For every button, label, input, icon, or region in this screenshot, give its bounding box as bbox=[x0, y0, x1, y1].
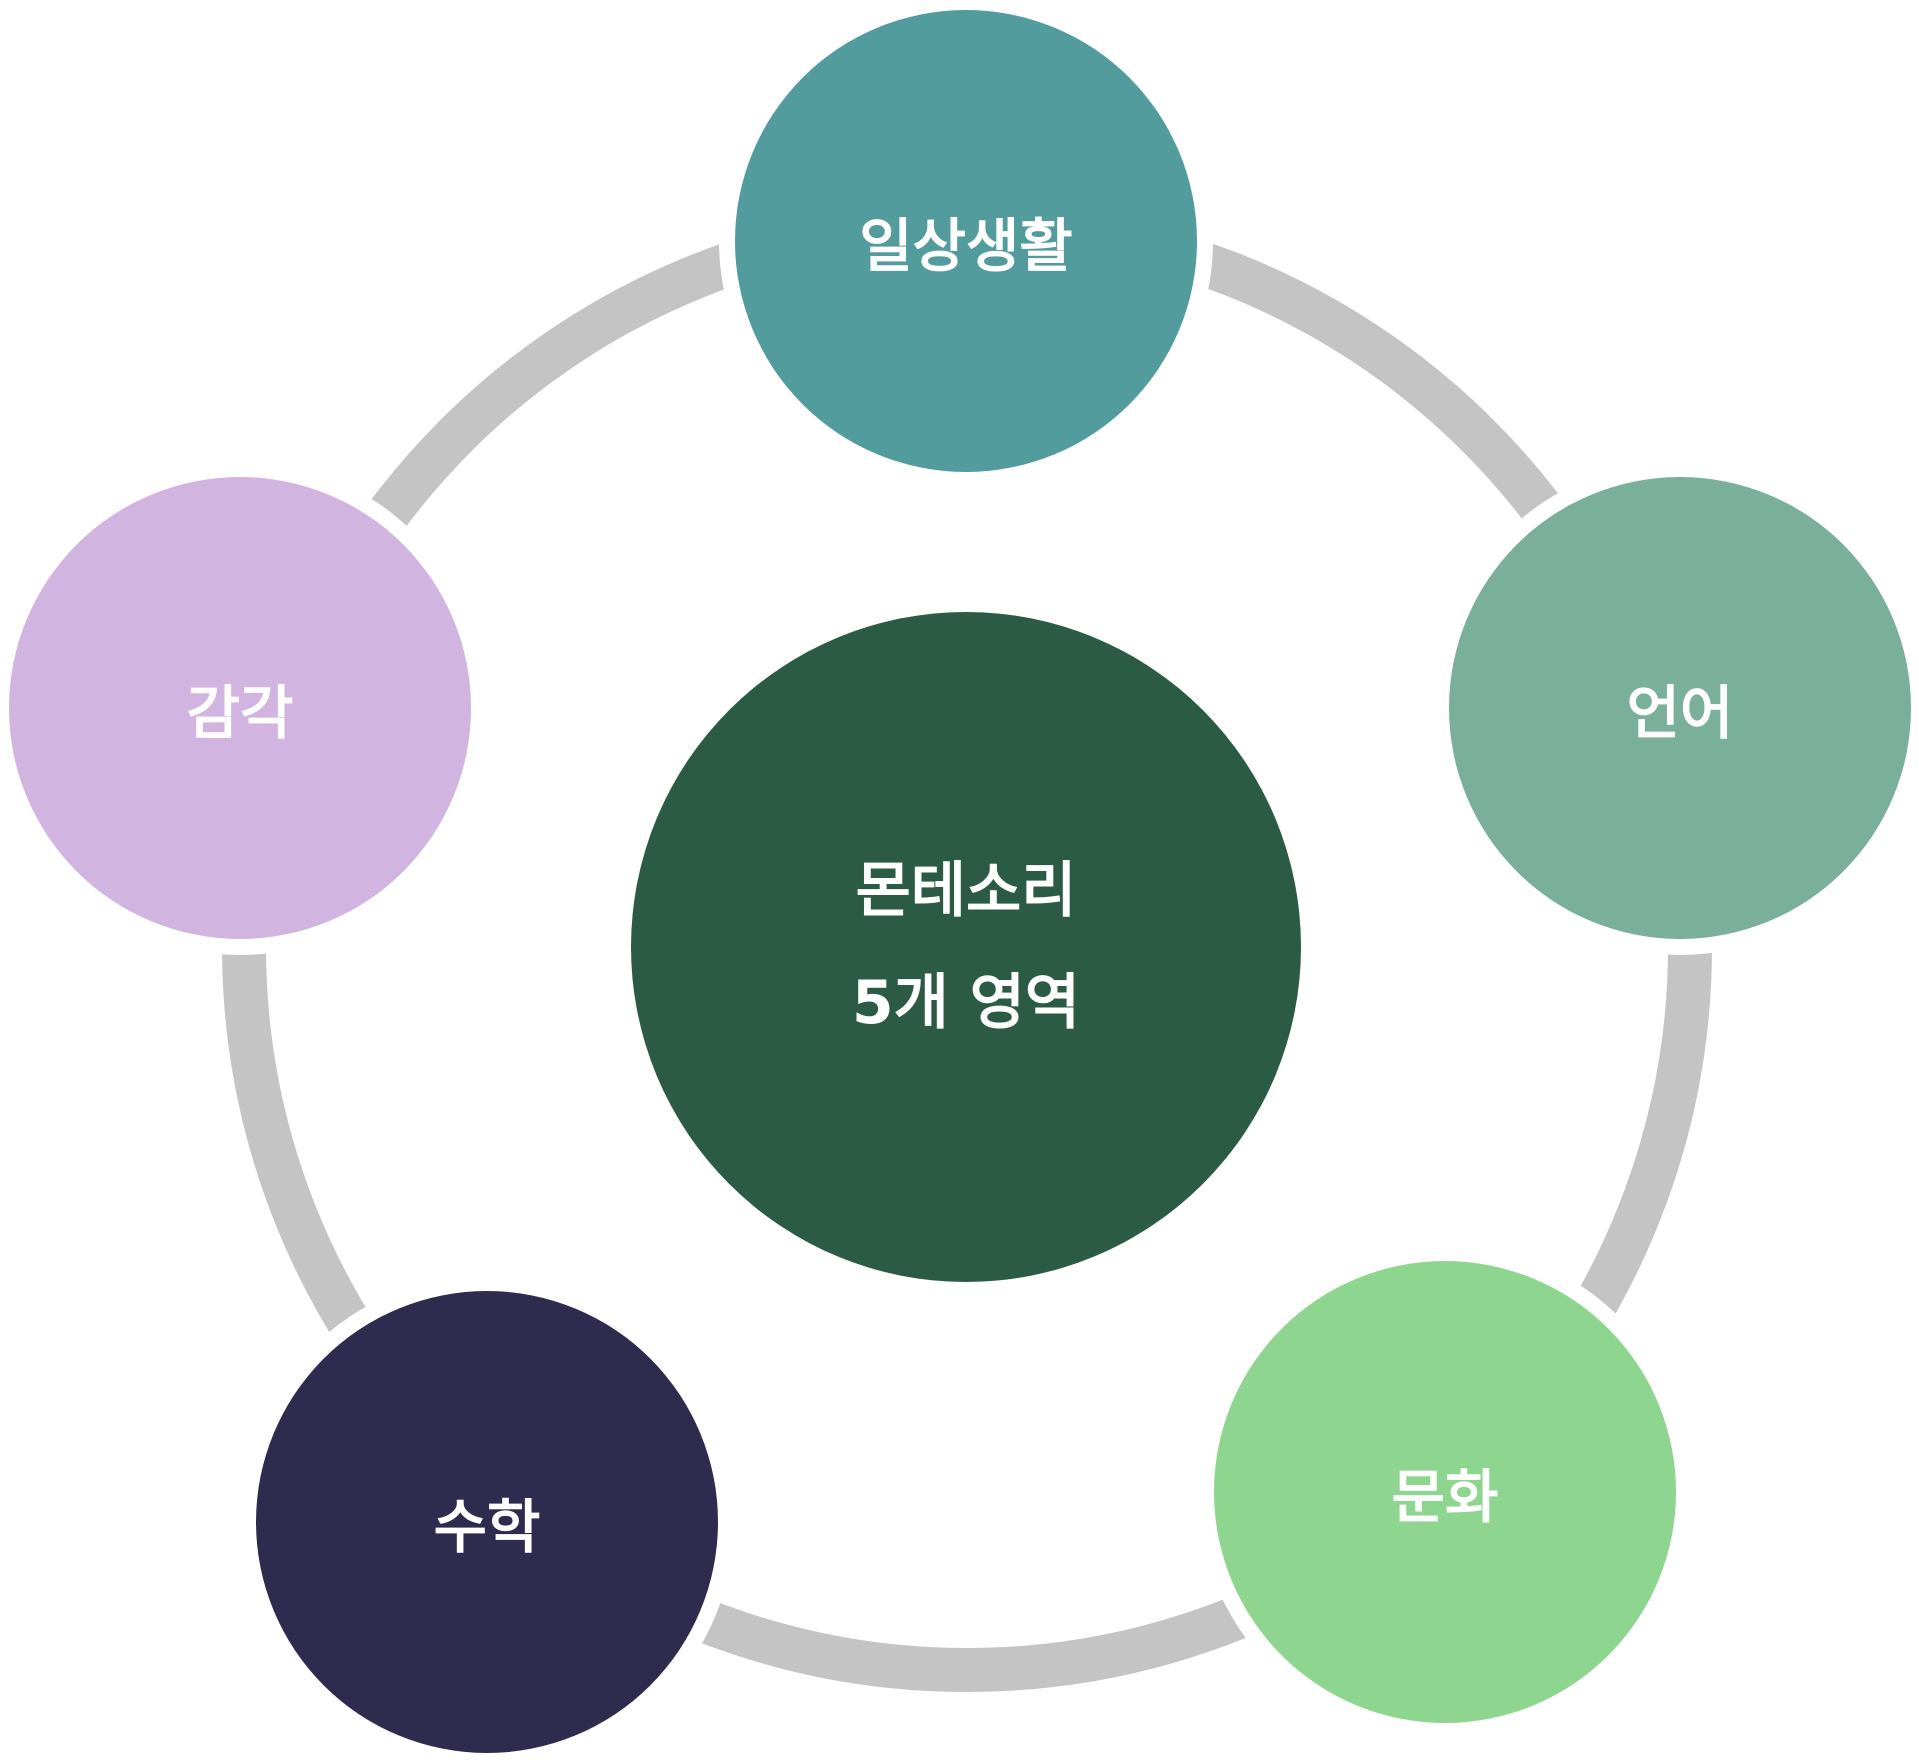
area-node-sensorial: 감각 bbox=[9, 477, 471, 939]
area-node-language: 언어 bbox=[1449, 477, 1911, 939]
area-label-culture: 문화 bbox=[1392, 1463, 1499, 1531]
area-label-language: 언어 bbox=[1627, 679, 1734, 747]
center-circle bbox=[631, 612, 1301, 1282]
area-label-sensorial: 감각 bbox=[187, 679, 294, 747]
area-node-daily-life: 일상생활 bbox=[735, 10, 1197, 472]
area-circle-daily-life bbox=[735, 10, 1197, 472]
center-title-line2: 5개 영역 bbox=[852, 968, 1080, 1038]
area-circle-sensorial bbox=[9, 477, 471, 939]
area-label-daily-life: 일상생활 bbox=[859, 212, 1072, 280]
center-title-line1: 몬테소리 bbox=[856, 856, 1077, 926]
area-circle-language bbox=[1449, 477, 1911, 939]
area-node-culture: 문화 bbox=[1214, 1261, 1676, 1723]
area-circle-math bbox=[256, 1291, 718, 1753]
area-circle-culture bbox=[1214, 1261, 1676, 1723]
area-label-math: 수학 bbox=[434, 1493, 541, 1561]
area-node-math: 수학 bbox=[256, 1291, 718, 1753]
